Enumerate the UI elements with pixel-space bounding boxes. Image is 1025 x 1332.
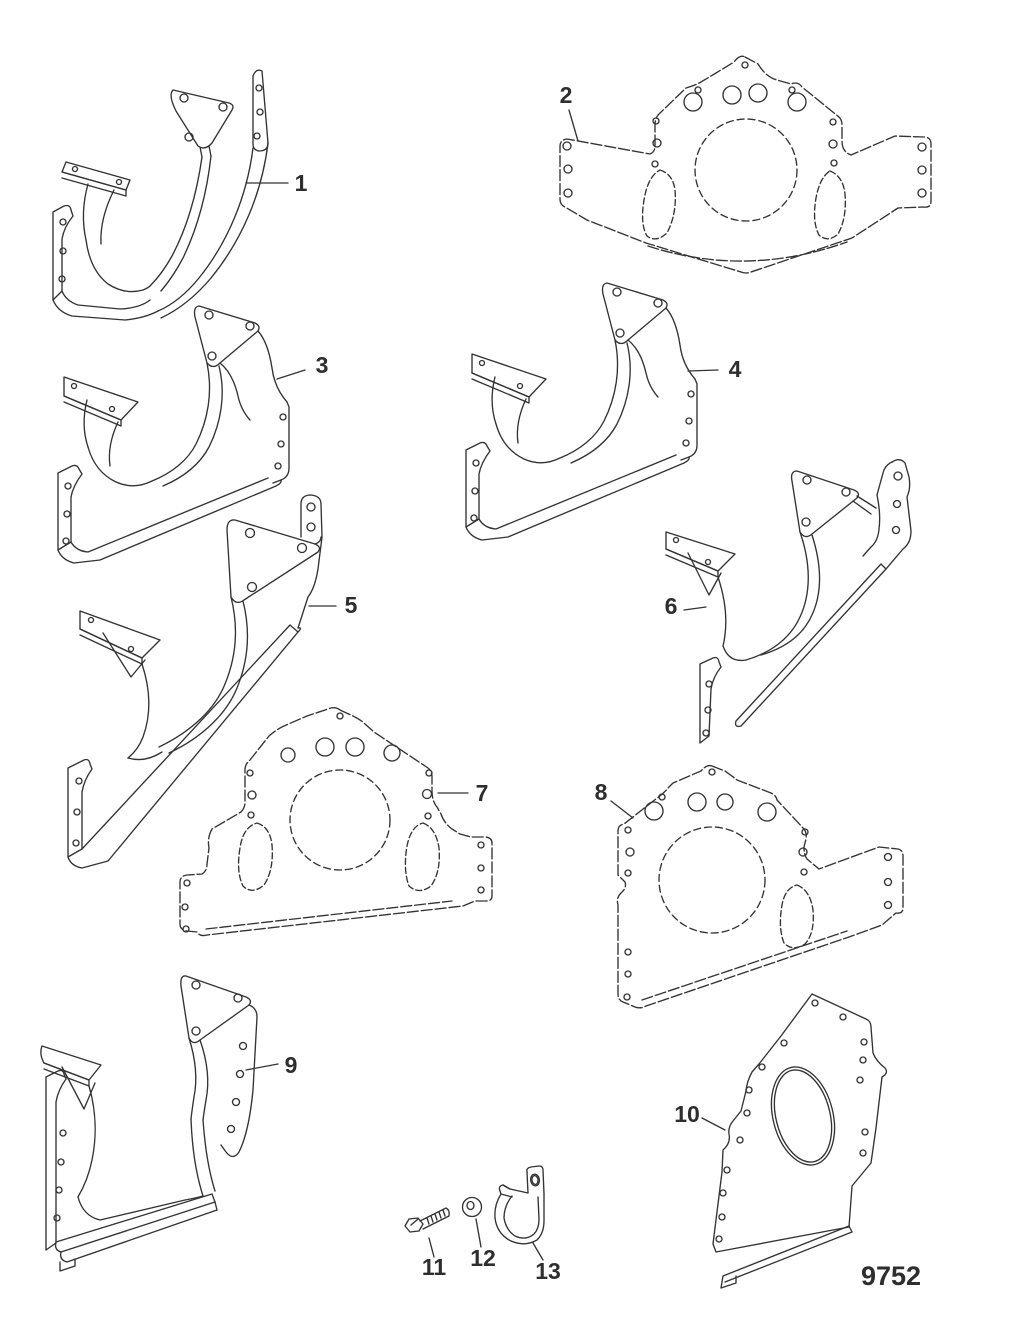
callout-5-label: 5: [345, 592, 358, 618]
callout-10-leader: [701, 1117, 726, 1131]
callout-4-leader: [687, 369, 719, 372]
callout-2-label: 2: [560, 82, 573, 108]
callout-6: 6: [665, 593, 707, 619]
part-2-flywheel-plate: [559, 55, 932, 274]
callout-6-label: 6: [665, 593, 678, 619]
callout-6-leader: [683, 606, 707, 611]
callout-3-leader: [276, 369, 306, 380]
callout-3: 3: [276, 352, 329, 380]
part-8-drive-plate: [616, 764, 904, 1009]
callout-4: 4: [687, 356, 742, 382]
callout-13-leader: [532, 1242, 544, 1261]
callout-12-leader: [475, 1218, 482, 1248]
callout-9-label: 9: [285, 1052, 298, 1078]
callout-13-label: 13: [535, 1258, 561, 1284]
callout-7: 7: [437, 780, 489, 806]
drawing-number: 9752: [861, 1261, 921, 1291]
callout-11-label: 11: [422, 1254, 447, 1280]
part-12-washer: [461, 1196, 483, 1218]
part-3-engine-mount-bracket: [57, 305, 290, 564]
callout-8: 8: [595, 779, 634, 819]
callout-9: 9: [245, 1052, 298, 1078]
callout-7-label: 7: [476, 780, 489, 806]
part-1-engine-mount-bracket: [52, 69, 269, 321]
callout-10: 10: [674, 1101, 726, 1131]
callout-2: 2: [560, 82, 579, 142]
callout-1-label: 1: [295, 170, 308, 196]
callout-1: 1: [245, 170, 308, 196]
part-9-engine-mount-bracket: [40, 975, 258, 1272]
callout-8-label: 8: [595, 779, 608, 805]
part-13-clamp: [494, 1165, 545, 1245]
part-11-bolt: [404, 1207, 450, 1233]
part-5-engine-mount-bracket: [67, 494, 323, 869]
callout-9-leader: [245, 1063, 279, 1071]
callout-11-leader: [428, 1237, 435, 1258]
callout-8-leader: [610, 800, 634, 819]
callout-12: 12: [470, 1218, 496, 1271]
callout-4-label: 4: [729, 356, 742, 382]
callout-10-label: 10: [674, 1101, 700, 1127]
callout-5: 5: [308, 592, 358, 618]
part-4-engine-mount-bracket: [465, 282, 698, 541]
part-6-engine-mount-bracket: [665, 459, 912, 744]
callout-2-leader: [568, 109, 579, 142]
callout-3-label: 3: [316, 352, 329, 378]
callout-11: 11: [422, 1237, 447, 1280]
callout-12-label: 12: [470, 1245, 496, 1271]
callout-13: 13: [532, 1242, 561, 1284]
part-10-cover-plate: [712, 993, 888, 1289]
part-7-drive-plate: [179, 707, 493, 937]
